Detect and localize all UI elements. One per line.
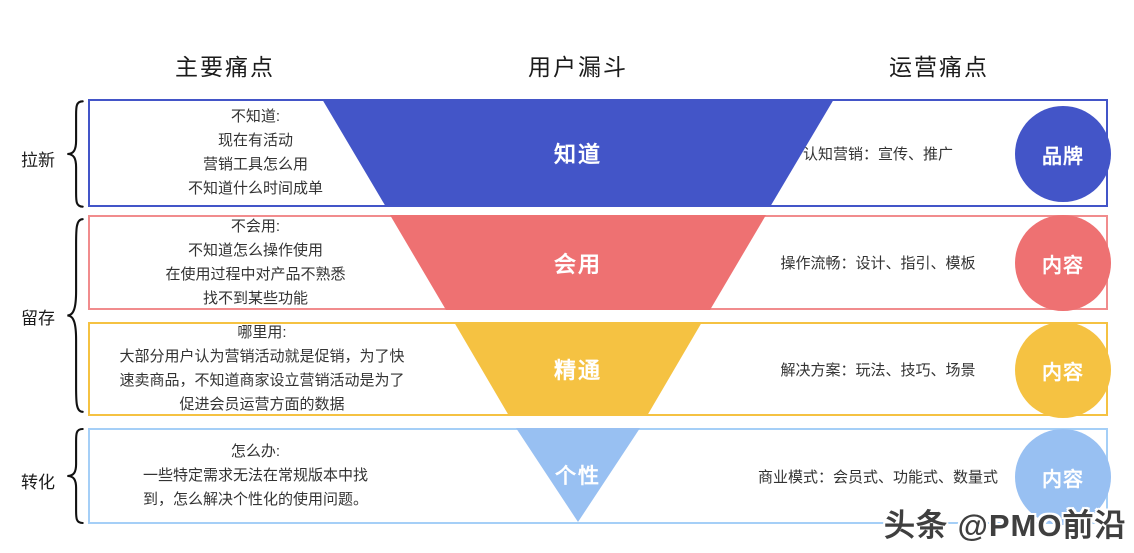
pain-line: 在使用过程中对产品不熟悉 bbox=[165, 265, 346, 283]
curly-brace-retention bbox=[64, 213, 86, 418]
stage-label-acquisition: 拉新 bbox=[21, 151, 55, 170]
circle-content-1: 内容 bbox=[1015, 215, 1111, 311]
ops-text-know: 认知营销：宣传、推广 bbox=[802, 145, 953, 163]
curly-brace-acquisition bbox=[64, 98, 86, 210]
circle-content-2: 内容 bbox=[1015, 322, 1111, 418]
pain-title: 哪里用: bbox=[237, 324, 287, 341]
circle-content-3: 内容 bbox=[1015, 429, 1111, 525]
header-user-funnel: 用户漏斗 bbox=[528, 54, 628, 80]
pain-line: 现在有活动 bbox=[217, 132, 293, 149]
pain-line: 找不到某些功能 bbox=[202, 289, 308, 307]
pain-line: 不知道什么时间成单 bbox=[187, 180, 323, 197]
ops-text-personalized: 商业模式：会员式、功能式、数量式 bbox=[757, 468, 998, 486]
pain-line: 不知道怎么操作使用 bbox=[187, 241, 323, 259]
pain-line: 大部分用户认为营销活动就是促销，为了快 bbox=[119, 348, 405, 365]
funnel-segment-know: 知道 bbox=[322, 99, 834, 207]
pain-line: 到，怎么解决个性化的使用问题。 bbox=[142, 491, 368, 508]
funnel-segment-can-use: 会用 bbox=[390, 215, 766, 310]
pain-text-know: 不知道: 现在有活动 营销工具怎么用 不知道什么时间成单 bbox=[98, 101, 413, 205]
pain-title: 不会用: bbox=[230, 217, 281, 235]
pain-line: 营销工具怎么用 bbox=[202, 156, 308, 173]
pain-title: 怎么办: bbox=[230, 443, 281, 460]
ops-text-can-use: 操作流畅：设计、指引、模板 bbox=[780, 255, 976, 272]
pain-line: 速卖商品，不知道商家设立营销活动是为了 bbox=[119, 372, 405, 389]
pain-text-master: 哪里用: 大部分用户认为营销活动就是促销，为了快 速卖商品，不知道商家设立营销活… bbox=[94, 324, 430, 414]
stage-label-retention: 留存 bbox=[21, 309, 55, 328]
ops-text-master: 解决方案：玩法、技巧、场景 bbox=[780, 361, 976, 379]
pain-text-can-use: 不会用: 不知道怎么操作使用 在使用过程中对产品不熟悉 找不到某些功能 bbox=[98, 217, 413, 308]
header-main-pain-points: 主要痛点 bbox=[175, 54, 275, 80]
pain-line: 一些特定需求无法在常规版本中找 bbox=[142, 467, 368, 484]
pain-text-personalized: 怎么办: 一些特定需求无法在常规版本中找 到，怎么解决个性化的使用问题。 bbox=[98, 430, 413, 522]
stage-label-conversion: 转化 bbox=[21, 473, 55, 492]
header-operation-pain-points: 运营痛点 bbox=[889, 54, 989, 80]
circle-brand: 品牌 bbox=[1015, 106, 1111, 202]
pain-title: 不知道: bbox=[230, 108, 281, 125]
pain-line: 促进会员运营方面的数据 bbox=[179, 396, 345, 413]
curly-brace-conversion bbox=[64, 426, 86, 526]
watermark-toutiao-pmo: 头条 @PMO前沿 bbox=[884, 508, 1127, 543]
